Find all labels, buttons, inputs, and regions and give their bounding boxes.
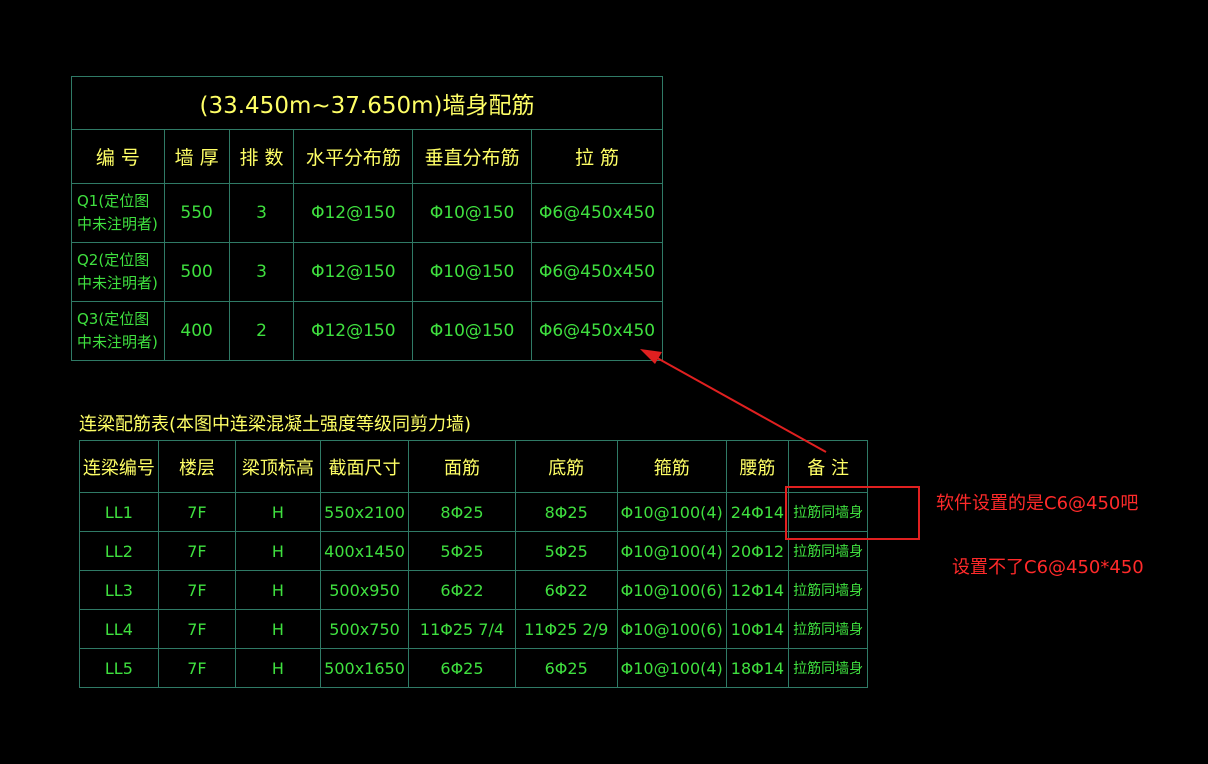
beam-stirrup: Φ10@100(6) (616, 609, 727, 649)
wall-table-title: (33.450m~37.650m)墙身配筋 (71, 76, 663, 130)
beam-section: 500x750 (319, 609, 410, 649)
wall-vertical-bar: Φ10@150 (412, 183, 533, 243)
beam-stirrup: Φ10@100(4) (616, 492, 727, 532)
beam-remark: 拉筋同墙身 (788, 648, 868, 688)
col-header-elevation: 梁顶标高 (235, 440, 321, 493)
beam-top-bar: 6Φ22 (408, 570, 516, 610)
wall-thickness: 550 (163, 183, 230, 243)
wall-layers: 3 (228, 242, 295, 302)
wall-table-header-row: 编 号 墙 厚 排 数 水平分布筋 垂直分布筋 拉 筋 (71, 129, 663, 184)
beam-code: LL4 (79, 609, 159, 649)
beam-side-bar: 12Φ14 (725, 570, 790, 610)
highlight-box (785, 486, 920, 540)
beam-stirrup: Φ10@100(4) (616, 648, 727, 688)
wall-vertical-bar: Φ10@150 (412, 242, 533, 302)
beam-elevation: H (235, 570, 321, 610)
beam-table-caption: 连梁配筋表(本图中连梁混凝土强度等级同剪力墙) (79, 414, 472, 435)
beam-elevation: H (235, 648, 321, 688)
beam-bottom-bar: 5Φ25 (514, 531, 618, 571)
wall-tie-bar: Φ6@450x450 (531, 301, 663, 361)
wall-thickness: 500 (163, 242, 230, 302)
beam-remark: 拉筋同墙身 (788, 531, 868, 571)
annotation-note-2: 设置不了C6@450*450 (952, 557, 1144, 578)
beam-code: LL5 (79, 648, 159, 688)
beam-stirrup: Φ10@100(4) (616, 531, 727, 571)
beam-side-bar: 10Φ14 (725, 609, 790, 649)
col-header-remark: 备 注 (788, 440, 868, 493)
beam-code: LL1 (79, 492, 159, 532)
beam-code: LL2 (79, 531, 159, 571)
wall-tie-bar: Φ6@450x450 (531, 242, 663, 302)
beam-bottom-bar: 6Φ22 (514, 570, 618, 610)
col-header-floor: 楼层 (157, 440, 237, 493)
col-header-vertical: 垂直分布筋 (412, 129, 533, 184)
beam-side-bar: 18Φ14 (725, 648, 790, 688)
beam-section: 550x2100 (319, 492, 410, 532)
beam-floor: 7F (157, 648, 237, 688)
table-row: LL3 7F H 500x950 6Φ22 6Φ22 Φ10@100(6) 12… (79, 570, 868, 610)
beam-code: LL3 (79, 570, 159, 610)
col-header-code: 编 号 (71, 129, 165, 184)
wall-code: Q1(定位图中未注明者) (71, 183, 165, 243)
beam-bottom-bar: 6Φ25 (514, 648, 618, 688)
beam-remark: 拉筋同墙身 (788, 609, 868, 649)
beam-table-header-row: 连梁编号 楼层 梁顶标高 截面尺寸 面筋 底筋 箍筋 腰筋 备 注 (79, 440, 868, 493)
col-header-top-bar: 面筋 (408, 440, 516, 493)
wall-code: Q3(定位图中未注明者) (71, 301, 165, 361)
annotation-note-1: 软件设置的是C6@450吧 (936, 493, 1139, 514)
wall-horizontal-bar: Φ12@150 (293, 301, 414, 361)
table-row: Q3(定位图中未注明者) 400 2 Φ12@150 Φ10@150 Φ6@45… (71, 301, 663, 361)
col-header-layers: 排 数 (228, 129, 295, 184)
table-row: Q2(定位图中未注明者) 500 3 Φ12@150 Φ10@150 Φ6@45… (71, 242, 663, 302)
col-header-section: 截面尺寸 (319, 440, 410, 493)
wall-code: Q2(定位图中未注明者) (71, 242, 165, 302)
beam-section: 500x1650 (319, 648, 410, 688)
beam-elevation: H (235, 531, 321, 571)
table-row: LL4 7F H 500x750 11Φ25 7/4 11Φ25 2/9 Φ10… (79, 609, 868, 649)
wall-reinforcement-table: (33.450m~37.650m)墙身配筋 编 号 墙 厚 排 数 水平分布筋 … (71, 76, 663, 361)
beam-floor: 7F (157, 531, 237, 571)
wall-horizontal-bar: Φ12@150 (293, 242, 414, 302)
beam-top-bar: 6Φ25 (408, 648, 516, 688)
beam-bottom-bar: 8Φ25 (514, 492, 618, 532)
wall-layers: 2 (228, 301, 295, 361)
table-row: LL2 7F H 400x1450 5Φ25 5Φ25 Φ10@100(4) 2… (79, 531, 868, 571)
col-header-thickness: 墙 厚 (163, 129, 230, 184)
beam-section: 500x950 (319, 570, 410, 610)
beam-top-bar: 5Φ25 (408, 531, 516, 571)
col-header-bottom-bar: 底筋 (514, 440, 618, 493)
beam-side-bar: 24Φ14 (725, 492, 790, 532)
table-row: LL1 7F H 550x2100 8Φ25 8Φ25 Φ10@100(4) 2… (79, 492, 868, 532)
beam-remark: 拉筋同墙身 (788, 492, 868, 532)
beam-bottom-bar: 11Φ25 2/9 (514, 609, 618, 649)
beam-remark: 拉筋同墙身 (788, 570, 868, 610)
wall-horizontal-bar: Φ12@150 (293, 183, 414, 243)
table-row: LL5 7F H 500x1650 6Φ25 6Φ25 Φ10@100(4) 1… (79, 648, 868, 688)
wall-thickness: 400 (163, 301, 230, 361)
col-header-tie: 拉 筋 (531, 129, 663, 184)
beam-floor: 7F (157, 609, 237, 649)
wall-layers: 3 (228, 183, 295, 243)
beam-elevation: H (235, 609, 321, 649)
coupling-beam-table: 连梁编号 楼层 梁顶标高 截面尺寸 面筋 底筋 箍筋 腰筋 备 注 LL1 7F… (79, 440, 868, 688)
